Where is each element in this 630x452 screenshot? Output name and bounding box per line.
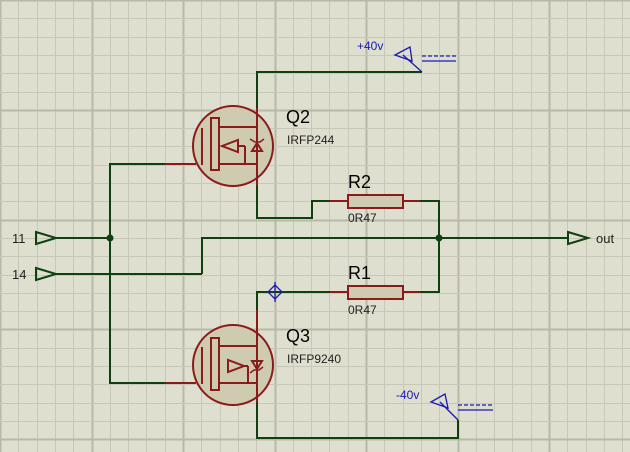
r2-resistor[interactable] (330, 194, 420, 209)
q2-mosfet[interactable] (165, 105, 274, 187)
terminal-in11[interactable] (35, 230, 60, 246)
q3-ref-label: Q3 (286, 326, 310, 346)
wire-q3-source-r1[interactable] (256, 291, 330, 310)
r2-value-label: 0R47 (348, 211, 377, 225)
wires (56, 71, 568, 439)
power-pos-label: +40v (357, 39, 383, 53)
r1-ref-label: R1 (348, 263, 371, 283)
terminal-in14[interactable] (35, 266, 60, 282)
terminal-in14-label: 14 (12, 267, 26, 282)
probe-marker-icon[interactable] (267, 282, 283, 302)
q2-ref-label: Q2 (286, 107, 310, 127)
wire-r2-out[interactable] (420, 200, 440, 293)
q2-value-label: IRFP244 (287, 133, 335, 147)
r2-ref-label: R2 (348, 172, 371, 192)
wire-q2-source-r2[interactable] (256, 186, 330, 219)
r1-value-label: 0R47 (348, 303, 377, 317)
power-neg-symbol[interactable] (429, 392, 493, 421)
wire-out[interactable] (201, 237, 568, 274)
terminal-out[interactable] (567, 230, 592, 246)
wire-pos-supply[interactable] (256, 71, 422, 108)
terminal-in11-label: 11 (12, 231, 26, 246)
wire-neg-supply[interactable] (256, 402, 459, 439)
q3-mosfet[interactable] (165, 310, 274, 406)
junction-dot (435, 234, 443, 242)
power-pos-symbol[interactable] (393, 45, 456, 73)
junction-dot (106, 234, 114, 242)
q3-value-label: IRFP9240 (287, 352, 341, 366)
terminal-out-label: out (596, 231, 614, 246)
power-neg-label: -40v (396, 388, 419, 402)
r1-resistor[interactable] (330, 285, 420, 300)
